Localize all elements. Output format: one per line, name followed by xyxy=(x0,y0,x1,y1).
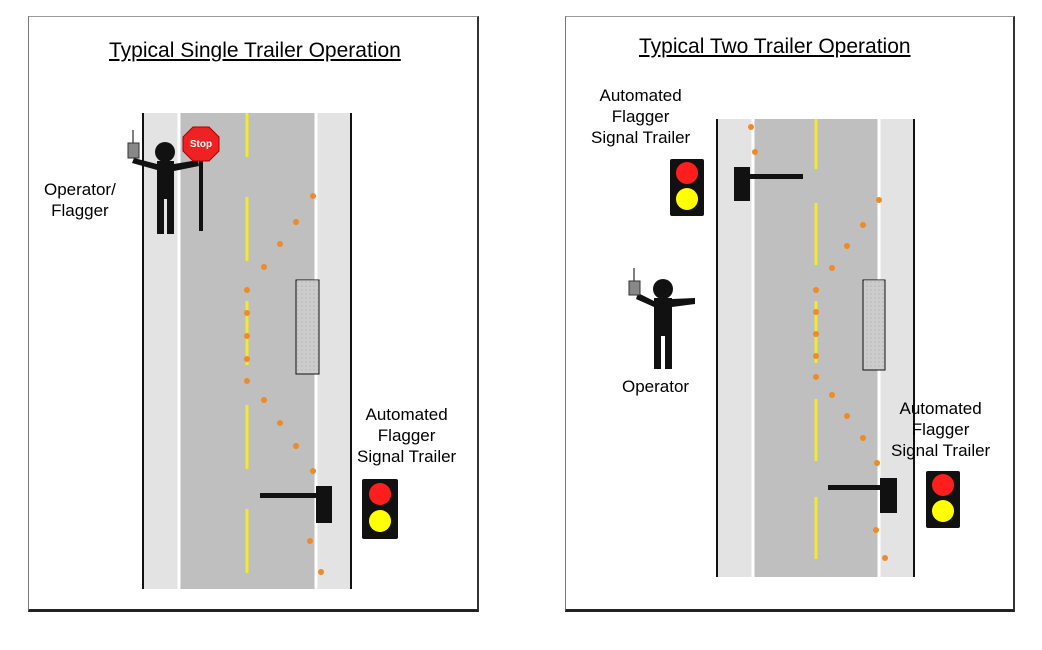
trailer-arm xyxy=(260,493,316,498)
panel-title: Typical Single Trailer Operation xyxy=(109,39,401,62)
remote-body xyxy=(628,280,641,296)
remote-control-icon xyxy=(628,268,641,296)
stop-paddle-icon: Stop xyxy=(182,126,220,231)
traffic-cone-icon xyxy=(748,124,754,130)
trailer-arm xyxy=(750,174,803,179)
label-line: Flagger xyxy=(911,420,970,439)
traffic-cone-icon xyxy=(261,264,267,270)
flagger-arm-left xyxy=(132,158,157,170)
panel-title: Typical Two Trailer Operation xyxy=(639,35,911,58)
traffic-cone-icon xyxy=(860,435,866,441)
operator-flagger-label: Operator/ Flagger xyxy=(44,179,116,221)
traffic-cone-icon xyxy=(277,420,283,426)
traffic-cone-icon xyxy=(293,443,299,449)
label-line: Signal Trailer xyxy=(591,128,691,147)
trailer-body xyxy=(880,478,897,513)
trailer-bottom-label: Automated Flagger Signal Trailer xyxy=(891,398,990,461)
paddle-pole xyxy=(199,153,203,231)
remote-control-icon xyxy=(127,130,140,159)
single-trailer-panel: Typical Single Trailer Operation xyxy=(28,16,479,612)
label-line: Signal Trailer xyxy=(357,447,457,466)
signal-yellow-light xyxy=(676,188,698,210)
traffic-cone-icon xyxy=(244,356,250,362)
label-line: Automated xyxy=(599,86,682,105)
flagger-leg xyxy=(157,197,164,234)
traffic-cone-icon xyxy=(310,468,316,474)
label-line: Automated xyxy=(365,405,448,424)
signal-red-light xyxy=(369,483,391,505)
traffic-cone-icon xyxy=(752,149,758,155)
signal-red-light xyxy=(676,162,698,184)
traffic-cone-icon xyxy=(813,287,819,293)
traffic-cone-icon xyxy=(813,374,819,380)
work-area-shading xyxy=(864,280,884,369)
flagger-torso xyxy=(157,161,174,199)
stop-sign-shape xyxy=(182,126,220,162)
operator-leg xyxy=(665,334,672,369)
label-line: Signal Trailer xyxy=(891,441,991,460)
traffic-cone-icon xyxy=(876,197,882,203)
traffic-cone-icon xyxy=(873,527,879,533)
traffic-cone-icon xyxy=(307,538,313,544)
work-area-shading xyxy=(297,280,318,373)
operator-leg xyxy=(654,334,661,369)
traffic-signal-icon xyxy=(670,159,704,216)
traffic-cone-icon xyxy=(829,265,835,271)
traffic-cone-icon xyxy=(874,460,880,466)
traffic-signal-icon xyxy=(926,471,960,528)
traffic-signal-icon xyxy=(362,479,398,539)
operator-label: Operator xyxy=(622,376,689,397)
label-line: Operator/ xyxy=(44,180,116,199)
traffic-cone-icon xyxy=(844,243,850,249)
traffic-cone-icon xyxy=(310,193,316,199)
traffic-cone-icon xyxy=(813,309,819,315)
traffic-cone-icon xyxy=(293,219,299,225)
trailer-body xyxy=(734,167,750,201)
label-line: Flagger xyxy=(51,201,109,220)
label-line: Flagger xyxy=(611,107,670,126)
traffic-cone-icon xyxy=(244,333,250,339)
traffic-cone-icon xyxy=(244,287,250,293)
label-line: Automated xyxy=(899,399,982,418)
operator-icon xyxy=(636,279,695,369)
traffic-cone-icon xyxy=(318,569,324,575)
label-line: Operator xyxy=(622,377,690,396)
traffic-cone-icon xyxy=(244,310,250,316)
trailer-top-label: Automated Flagger Signal Trailer xyxy=(591,85,690,148)
traffic-cone-icon-group xyxy=(244,193,324,575)
traffic-cone-icon xyxy=(813,353,819,359)
flagger-arm-right xyxy=(174,160,199,171)
operator-torso xyxy=(654,298,672,336)
flagger-leg xyxy=(167,197,174,234)
traffic-cone-icon xyxy=(860,222,866,228)
traffic-cone-icon xyxy=(813,331,819,337)
trailer-label: Automated Flagger Signal Trailer xyxy=(357,404,456,467)
operator-head xyxy=(653,279,673,299)
operator-arm-right xyxy=(672,298,695,307)
traffic-cone-icon xyxy=(244,378,250,384)
trailer-arm xyxy=(828,485,882,490)
traffic-cone-icon xyxy=(844,413,850,419)
two-trailer-road-diagram xyxy=(628,119,960,577)
signal-trailer-icon xyxy=(260,486,332,523)
two-trailer-panel: Typical Two Trailer Operation xyxy=(565,16,1015,612)
traffic-cone-icon xyxy=(882,555,888,561)
single-trailer-road-diagram: Stop xyxy=(127,113,398,589)
traffic-cone-icon xyxy=(829,392,835,398)
signal-red-light xyxy=(932,474,954,496)
flagger-icon xyxy=(132,142,199,234)
traffic-cone-icon xyxy=(277,241,283,247)
traffic-cone-icon-group xyxy=(748,124,888,561)
remote-body xyxy=(127,142,140,159)
trailer-body xyxy=(316,486,332,523)
signal-yellow-light xyxy=(932,500,954,522)
signal-trailer-icon xyxy=(734,167,803,201)
signal-trailer-icon xyxy=(828,478,897,513)
stop-sign-text: Stop xyxy=(190,139,212,150)
traffic-cone-icon xyxy=(261,397,267,403)
flagger-head xyxy=(155,142,175,162)
signal-yellow-light xyxy=(369,510,391,532)
operator-arm-left xyxy=(636,293,654,307)
label-line: Flagger xyxy=(377,426,436,445)
